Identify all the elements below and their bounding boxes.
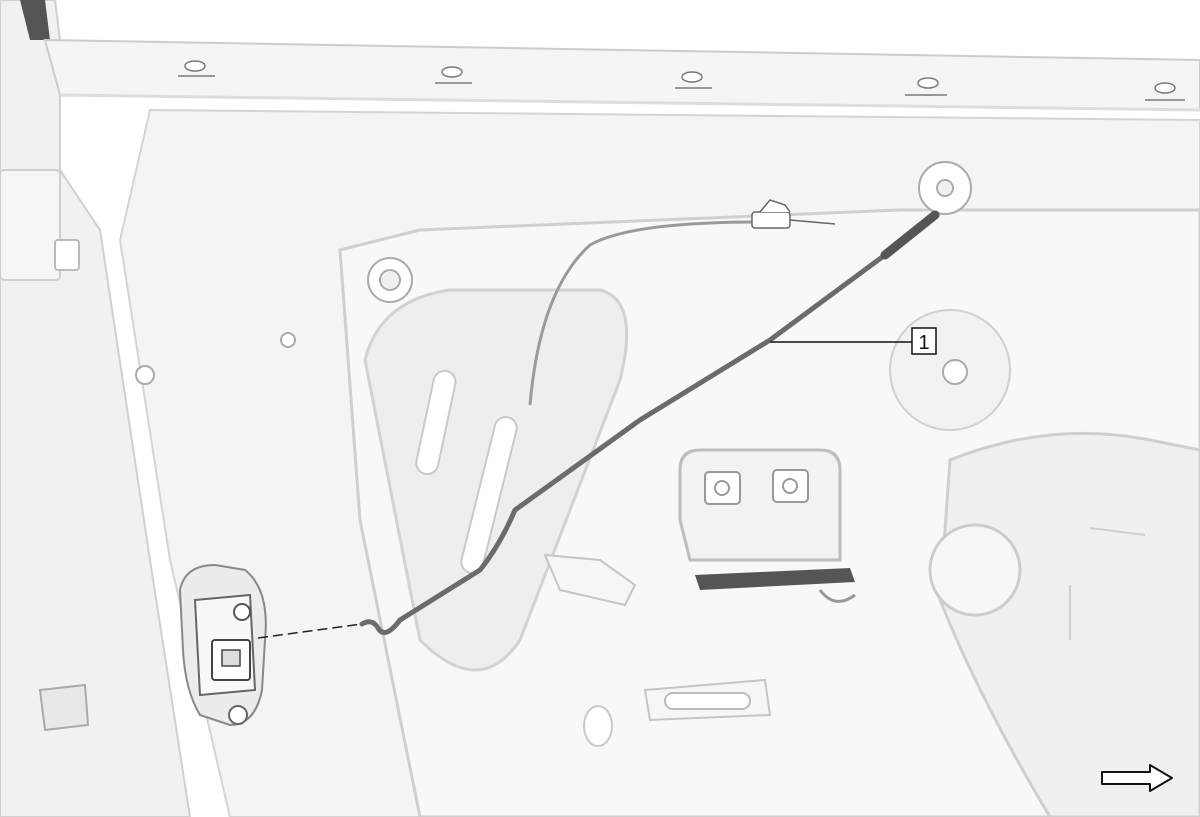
clip bbox=[675, 71, 712, 89]
clip bbox=[435, 66, 472, 84]
slot bbox=[415, 369, 457, 476]
regulator-pivot bbox=[928, 523, 1022, 617]
bracket-rail bbox=[695, 568, 855, 590]
slot bbox=[460, 416, 518, 574]
lock-bolt bbox=[228, 705, 248, 725]
cable-end-sleeve bbox=[880, 210, 940, 260]
hole bbox=[135, 365, 155, 385]
bracket-hole bbox=[714, 480, 730, 496]
window-channel bbox=[43, 38, 1200, 112]
retaining-clip-slot bbox=[664, 692, 751, 710]
pillar-clip bbox=[54, 239, 80, 271]
pillar-lower-bracket bbox=[38, 683, 90, 732]
retaining-clip bbox=[543, 553, 637, 607]
clip bbox=[178, 60, 215, 77]
callout-box bbox=[911, 327, 937, 355]
clip bbox=[1145, 82, 1185, 101]
clip bbox=[905, 77, 947, 96]
channel-clips bbox=[178, 60, 1185, 101]
arrow-right-icon bbox=[1101, 764, 1173, 792]
pillar-edge-dark bbox=[20, 0, 50, 40]
secondary-cable bbox=[528, 220, 761, 406]
hole bbox=[936, 179, 954, 197]
bracket-lip bbox=[818, 589, 856, 603]
cable-connector bbox=[751, 199, 836, 229]
regulator-bracket bbox=[678, 448, 842, 562]
lock-screw bbox=[233, 603, 251, 621]
hole bbox=[942, 359, 968, 385]
regulator-line bbox=[1089, 527, 1146, 536]
bracket-hole bbox=[782, 478, 798, 494]
hole bbox=[280, 332, 296, 348]
hole bbox=[379, 269, 401, 291]
slot bbox=[583, 705, 613, 747]
lock-cable bbox=[359, 252, 888, 635]
alignment-dash bbox=[257, 623, 363, 639]
pillar-bracket bbox=[0, 169, 61, 281]
callout-label-1: 1 bbox=[918, 332, 929, 354]
window-channel-inner bbox=[59, 93, 1200, 112]
lock-connector-pins bbox=[221, 649, 241, 667]
door-lock-module bbox=[178, 563, 267, 727]
